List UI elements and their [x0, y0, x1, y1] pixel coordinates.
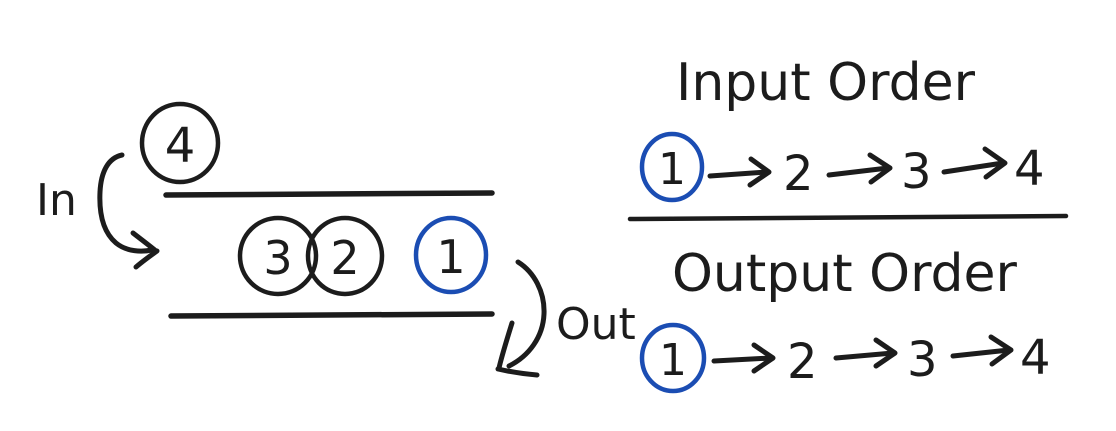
- output-item-1-circle: [639, 322, 707, 394]
- queue-item-2: 2: [305, 215, 385, 297]
- queue-bottom-rail: [168, 311, 495, 319]
- queue-item-3-label: 3: [263, 231, 292, 285]
- incoming-item-circle: [139, 101, 221, 185]
- queue-item-3: 3: [237, 215, 319, 297]
- input-item-4-label: 4: [1014, 141, 1045, 197]
- input-item-1-label: 1: [658, 144, 686, 195]
- output-arrow-1-icon: [711, 342, 776, 374]
- in-arrow-icon: [97, 152, 160, 270]
- queue-item-1-label: 1: [436, 230, 465, 284]
- queue-incoming-item: 4: [139, 101, 221, 185]
- queue-top-rail: [163, 190, 495, 198]
- out-label: Out: [556, 299, 636, 350]
- output-order-heading: Output Order: [672, 244, 1018, 304]
- output-arrow-3-icon: [950, 334, 1014, 367]
- output-item-2-label: 2: [787, 334, 818, 390]
- queue-item-1-circle: [413, 215, 489, 295]
- input-arrow-1-icon: [707, 156, 772, 188]
- queue-item-1-highlighted: 1: [413, 215, 489, 295]
- out-arrow-icon: [495, 259, 547, 378]
- queue-item-2-label: 2: [330, 231, 359, 285]
- in-label-group: In: [36, 175, 77, 226]
- input-sequence-row: 1 2 3 4: [639, 131, 1045, 203]
- input-item-1-circle: [639, 131, 705, 203]
- output-item-1-label: 1: [659, 335, 687, 386]
- output-item-4-label: 4: [1020, 330, 1051, 386]
- queue-item-2-circle: [305, 215, 385, 297]
- input-item-2-label: 2: [783, 146, 814, 202]
- order-divider-line: [627, 213, 1069, 222]
- input-arrow-2-icon: [826, 152, 893, 185]
- input-arrow-3-icon: [941, 146, 1008, 180]
- output-item-3-label: 3: [907, 332, 938, 388]
- output-sequence-row: 1 2 3 4: [639, 322, 1051, 394]
- input-order-heading: Input Order: [676, 53, 976, 113]
- input-item-3-label: 3: [901, 144, 932, 200]
- in-label: In: [36, 175, 77, 226]
- queue-item-3-circle: [237, 215, 319, 297]
- output-arrow-2-icon: [833, 337, 898, 369]
- incoming-item-label: 4: [165, 118, 196, 174]
